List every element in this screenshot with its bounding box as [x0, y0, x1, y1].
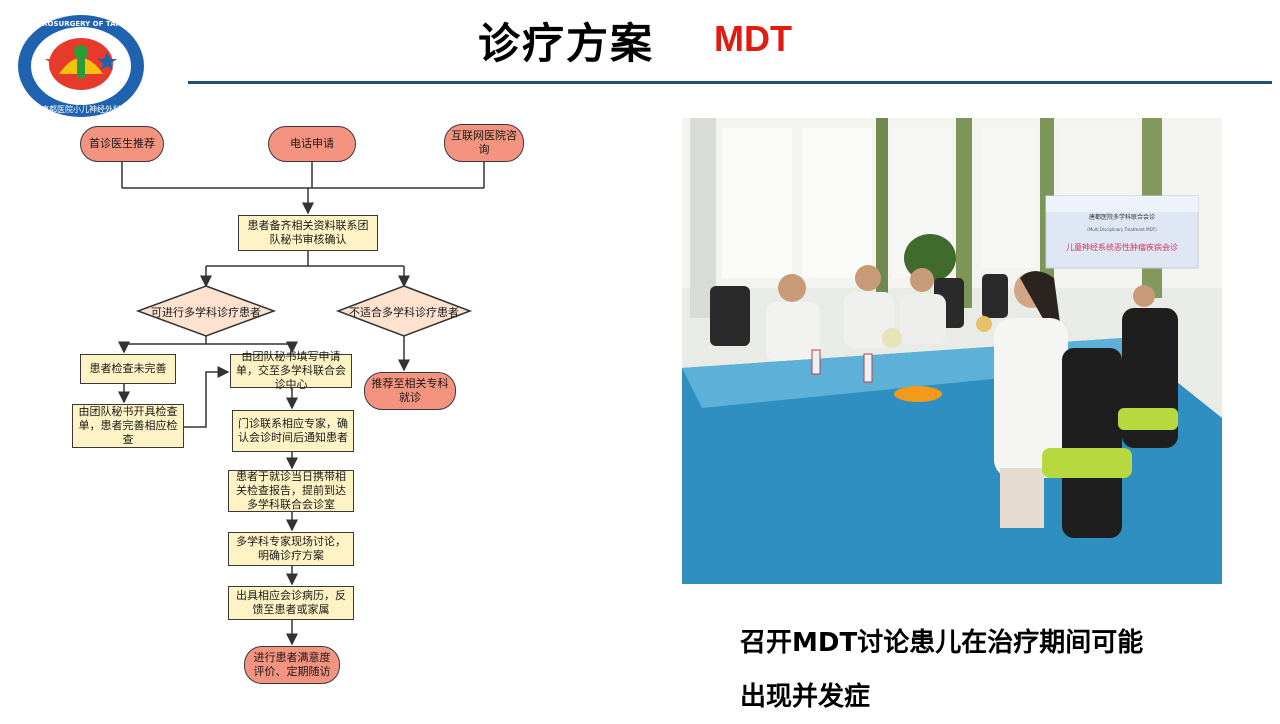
entry-node-referral-label: 首诊医生推荐 [89, 137, 155, 150]
title-rule [188, 81, 1272, 84]
caption-line-2: 出现并发症 [740, 682, 871, 712]
exam-node-label: 由团队秘书开具检查单，患者完善相应检查 [78, 405, 178, 446]
incomplete-node-label: 患者检查未完善 [89, 362, 167, 375]
mdt-meeting-photo: 唐都医院多学科联合会诊 (Multi Disciplinary Treatmen… [682, 118, 1222, 584]
entry-node-phone: 电话申请 [268, 126, 356, 162]
review-node-label: 患者备齐相关资料联系团队秘书审核确认 [247, 219, 369, 246]
flowchart-connectors [118, 162, 485, 646]
decision-yes-diamond [135, 285, 277, 337]
entry-node-online: 互联网医院咨询 [444, 124, 524, 162]
exam-node: 由团队秘书开具检查单，患者完善相应检查 [72, 404, 184, 448]
bring-node: 患者于就诊当日携带相关检查报告，提前到达多学科联合会诊室 [228, 470, 354, 512]
discussion-node-label: 多学科专家现场讨论，明确诊疗方案 [236, 535, 346, 562]
bring-node-label: 患者于就诊当日携带相关检查报告，提前到达多学科联合会诊室 [236, 470, 346, 511]
followup-node: 进行患者满意度评价、定期随访 [244, 646, 340, 684]
caption: 召开MDT讨论患儿在治疗期间可能 出现并发症 [740, 616, 1180, 724]
screen-topic: 儿童神经系统恶性肿瘤疾病会诊 [1066, 242, 1178, 252]
followup-node-label: 进行患者满意度评价、定期随访 [253, 651, 331, 678]
entry-node-referral: 首诊医生推荐 [80, 126, 164, 162]
referral-node: 推荐至相关专科就诊 [364, 372, 456, 410]
logo-text: PEDIATRIC NEUROSURGERY OF TANGDU HOSPITA… [15, 20, 147, 28]
record-node-label: 出具相应会诊病历，反馈至患者或家属 [236, 589, 346, 616]
decision-yes-label: 可进行多学科诊疗患者 [151, 306, 261, 319]
page-subtitle: MDT [714, 18, 792, 59]
page-title: 诊疗方案 [478, 19, 655, 68]
decision-no-diamond [335, 285, 473, 337]
decision-no-label: 不适合多学科诊疗患者 [349, 306, 459, 319]
application-node: 由团队秘书填写申请单，交至多学科联合会诊中心 [230, 350, 352, 391]
caption-line-1: 召开MDT讨论患儿在治疗期间可能 [740, 628, 1144, 658]
screen-title: 唐都医院多学科联合会诊 [1089, 213, 1155, 221]
incomplete-node: 患者检查未完善 [80, 354, 176, 384]
record-node: 出具相应会诊病历，反馈至患者或家属 [228, 586, 354, 620]
entry-node-phone-label: 电话申请 [290, 137, 334, 150]
contact-node: 门诊联系相应专家，确认会诊时间后通知患者 [232, 410, 354, 452]
referral-node-label: 推荐至相关专科就诊 [371, 377, 449, 404]
application-node-label: 由团队秘书填写申请单，交至多学科联合会诊中心 [236, 350, 346, 391]
hospital-logo: PEDIATRIC NEUROSURGERY OF TANGDU HOSPITA… [15, 15, 147, 117]
logo-text-cn: 唐都医院小儿神经外科 [41, 104, 121, 114]
discussion-node: 多学科专家现场讨论，明确诊疗方案 [228, 532, 354, 566]
entry-node-online-label: 互联网医院咨询 [451, 129, 517, 156]
review-node: 患者备齐相关资料联系团队秘书审核确认 [238, 215, 378, 251]
screen-subtitle: (Multi Disciplinary Treatment MDT) [1087, 227, 1157, 232]
contact-node-label: 门诊联系相应专家，确认会诊时间后通知患者 [238, 417, 348, 444]
